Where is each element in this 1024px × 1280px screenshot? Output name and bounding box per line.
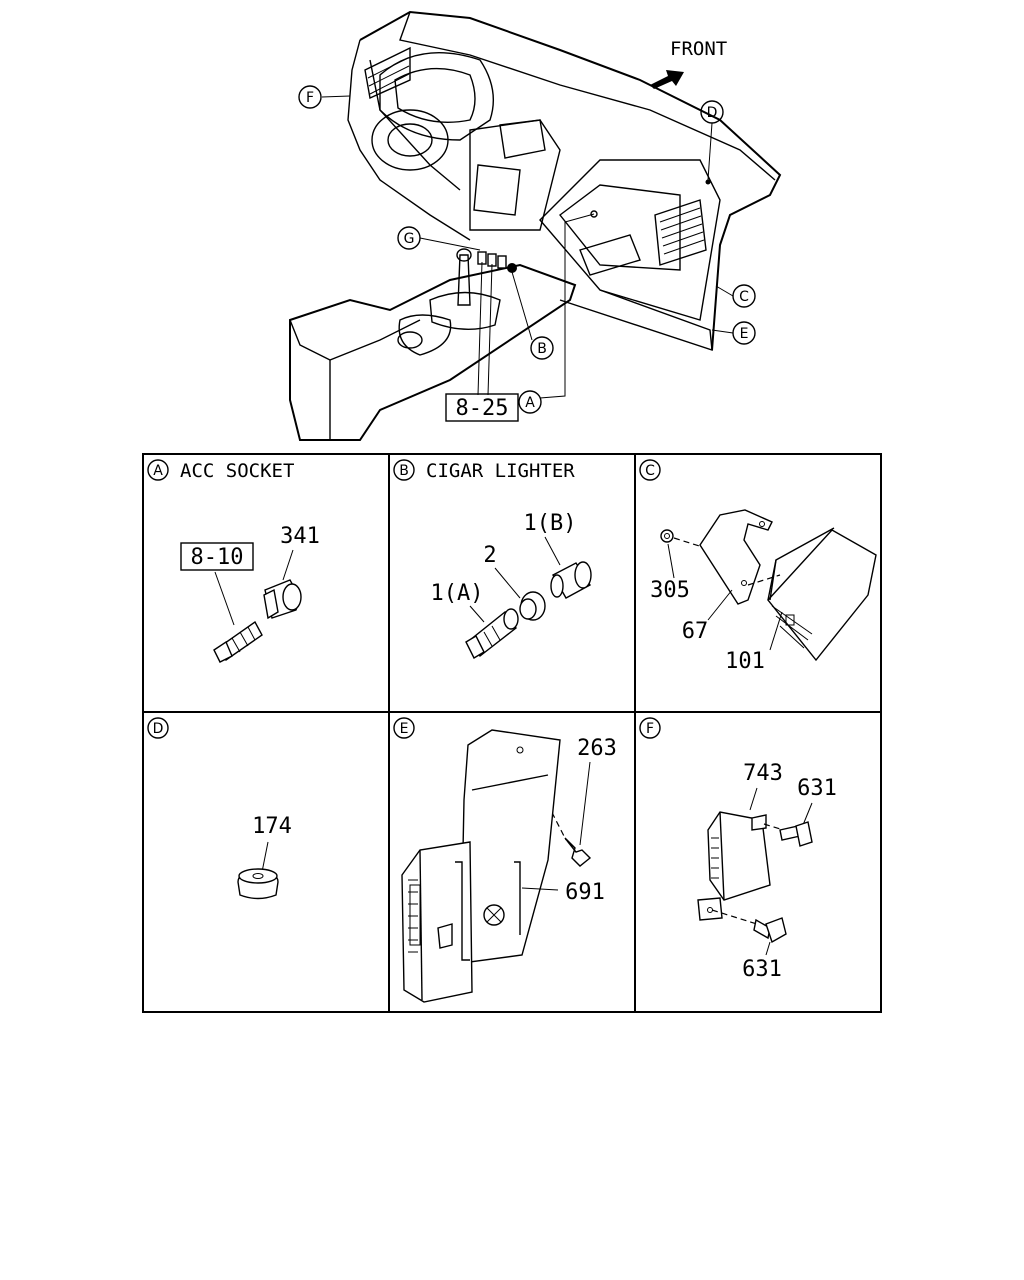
svg-text:8-10: 8-10 <box>191 545 244 570</box>
svg-text:A: A <box>525 395 535 411</box>
panel-b-title: CIGAR LIGHTER <box>426 460 575 482</box>
part-1b: 1(B) <box>524 511 577 536</box>
callout-E: E <box>732 321 756 345</box>
panel-a-marker: A <box>153 463 163 479</box>
svg-text:G: G <box>404 231 415 247</box>
part-2: 2 <box>483 543 496 568</box>
svg-text:D: D <box>707 105 718 121</box>
panel-d-marker: D <box>153 721 164 737</box>
part-101: 101 <box>725 649 765 674</box>
panel-a-title: ACC SOCKET <box>180 460 294 482</box>
part-305: 305 <box>650 578 690 603</box>
svg-text:8-25: 8-25 <box>456 396 509 421</box>
part-1a: 1(A) <box>431 581 484 606</box>
callout-D: D <box>700 100 724 124</box>
callout-C: C <box>732 284 756 308</box>
svg-text:F: F <box>306 90 314 106</box>
part-174: 174 <box>252 814 292 839</box>
panel-e-marker: E <box>400 721 409 737</box>
panel-f-marker: F <box>646 721 654 737</box>
panel-c-marker: C <box>645 463 655 479</box>
part-631-top: 631 <box>797 776 837 801</box>
part-341: 341 <box>280 524 320 549</box>
ref-box-8-25[interactable]: 8-25 <box>445 393 519 422</box>
panel-grid <box>142 453 882 1013</box>
part-67: 67 <box>682 619 709 644</box>
callout-A: A <box>518 390 542 414</box>
part-631-bottom: 631 <box>742 957 782 982</box>
callout-G: G <box>397 226 421 250</box>
panel-f-module: F 743 631 631 <box>639 717 837 982</box>
dashboard-overview: FRONT <box>289 10 782 441</box>
svg-text:C: C <box>739 289 749 305</box>
ref-box-8-10[interactable]: 8-10 <box>180 542 254 571</box>
part-743: 743 <box>743 761 783 786</box>
svg-text:B: B <box>537 341 547 357</box>
part-263: 263 <box>577 736 617 761</box>
callout-B: B <box>530 336 554 360</box>
svg-text:E: E <box>740 326 749 342</box>
part-691: 691 <box>565 880 605 905</box>
front-label: FRONT <box>670 38 727 60</box>
panel-c-module: C 305 67 101 <box>639 459 877 674</box>
panel-d-sensor: D 174 <box>147 717 292 900</box>
callout-F: F <box>298 85 322 109</box>
panel-e-control-unit: E 263 691 <box>393 717 617 1003</box>
panel-b-cigar-lighter: B CIGAR LIGHTER 1(B) 2 1(A) <box>393 459 592 659</box>
front-arrow-icon <box>650 70 684 89</box>
panel-b-marker: B <box>399 463 409 479</box>
panel-a-acc-socket: A ACC SOCKET 341 8-10 <box>147 459 320 663</box>
